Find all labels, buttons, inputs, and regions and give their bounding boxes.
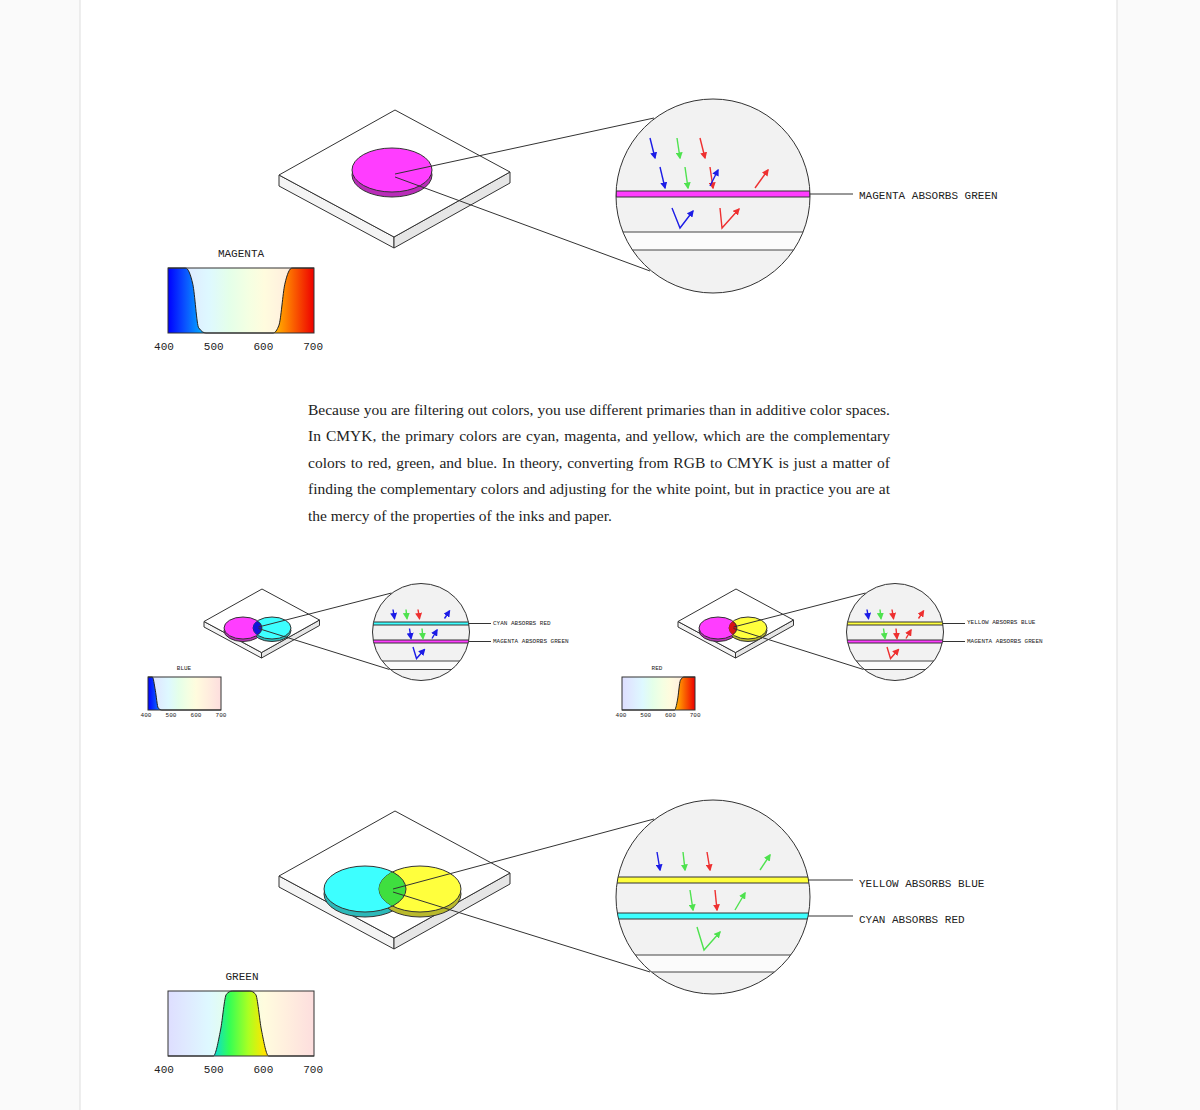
tick-label: 500 <box>640 713 651 719</box>
page-sheet <box>80 0 1117 1110</box>
tick-label: 400 <box>616 713 627 719</box>
callout-label: MAGENTA ABSORBS GREEN <box>493 639 569 645</box>
tick-label: 400 <box>141 713 152 719</box>
tick-label: 500 <box>204 342 224 353</box>
callout-label: CYAN ABSORBS RED <box>493 621 551 627</box>
chart-title: RED <box>652 666 663 672</box>
tick-label: 500 <box>204 1065 224 1076</box>
callout-label: CYAN ABSORBS RED <box>859 915 965 926</box>
tick-label: 700 <box>690 713 701 719</box>
callout-label: YELLOW ABSORBS BLUE <box>859 879 984 890</box>
callout-label: MAGENTA ABSORBS GREEN <box>967 639 1043 645</box>
print-scene <box>678 584 965 681</box>
print-scene <box>279 99 853 293</box>
tick-label: 400 <box>154 1065 174 1076</box>
print-scene <box>279 800 853 994</box>
chart-title: MAGENTA <box>218 249 264 260</box>
print-scene <box>204 584 491 681</box>
tick-label: 700 <box>303 1065 323 1076</box>
callout-label: MAGENTA ABSORBS GREEN <box>859 191 998 202</box>
tick-label: 600 <box>665 713 676 719</box>
tick-label: 400 <box>154 342 174 353</box>
chart-title: GREEN <box>225 972 258 983</box>
spectrum-chart <box>168 268 314 333</box>
tick-label: 700 <box>216 713 227 719</box>
spectrum-chart <box>168 991 314 1056</box>
tick-label: 600 <box>253 342 273 353</box>
callout-label: YELLOW ABSORBS BLUE <box>967 620 1035 626</box>
tick-label: 500 <box>166 713 177 719</box>
tick-label: 600 <box>253 1065 273 1076</box>
chart-title: BLUE <box>177 666 191 672</box>
spectrum-chart <box>148 677 221 710</box>
body-paragraph: Because you are filtering out colors, yo… <box>308 397 890 529</box>
tick-label: 700 <box>303 342 323 353</box>
spectrum-chart <box>622 677 695 710</box>
tick-label: 600 <box>191 713 202 719</box>
